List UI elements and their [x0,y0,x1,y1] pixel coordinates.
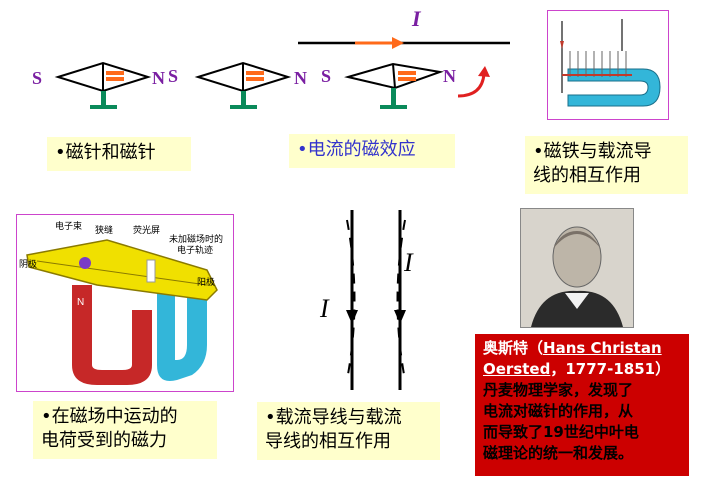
pole-n-1: N [152,68,165,88]
bio-name-prefix: 奥斯特（ [483,339,544,357]
caption-wire-wire: •载流导线与载流 导线的相互作用 [257,402,440,460]
caption-wire-wire-line-2: 导线的相互作用 [265,431,391,452]
current-label-left: I [320,294,329,323]
compass-needle-2 [194,61,292,109]
bio-line-2: 电流对磁针的作用，从 [483,402,634,420]
bio-name-line: 奥斯特（Hans Christan [483,338,681,359]
caption-wire-wire-line-1: •载流导线与载流 [265,407,402,428]
current-label-right: I [404,248,413,277]
oersted-portrait [520,208,634,328]
pole-s-3: S [321,66,332,86]
crt-label-no-field-1: 未加磁场时的 [169,233,223,245]
magnet-wire-illustration [560,19,661,107]
pole-n-3: N [443,66,456,86]
oersted-bio: 奥斯特（Hans Christan Oersted，1777-1851） 丹麦物… [475,334,689,476]
crt-label-anode: 阳极 [197,276,215,288]
bio-name-suffix: ，1777-1851） [550,360,671,378]
portrait-illustration [531,226,623,327]
pole-s-1: S [32,68,43,88]
bio-line-1: 丹麦物理学家，发现了 [483,381,634,399]
crt-magnet-n-label: N [77,297,84,308]
bio-line-3: 而导致了19世纪中叶电 [483,423,639,441]
caption-moving-charge: •在磁场中运动的 电荷受到的磁力 [33,401,217,459]
caption-current-effect: •电流的磁效应 [289,134,455,168]
bio-name-link-1[interactable]: Hans Christan [543,339,662,357]
caption-needle-needle: •磁针和磁针 [47,137,191,171]
caption-moving-charge-line-2: 电荷受到的磁力 [41,430,167,451]
caption-magnet-wire: •磁铁与载流导 线的相互作用 [525,136,688,194]
compass-needle-3 [344,62,444,109]
crt-label-cathode: 阴极 [19,258,37,270]
magnet-wire-figure [547,10,669,120]
compass-needle-1 [54,61,152,109]
crt-illustration: N S 电子束 狭缝 荧光屏 未加磁场时的 电子轨迹 阴极 阳极 [19,220,223,385]
pole-s-2: S [168,66,179,86]
caption-moving-charge-line-1: •在磁场中运动的 [41,406,178,427]
bio-name-line-2: Oersted，1777-1851） [483,359,681,380]
bio-line-4: 磁理论的统一和发展。 [483,444,634,462]
bio-name-link-2[interactable]: Oersted [483,360,551,378]
pole-n-2: N [294,68,307,88]
caption-magnet-wire-line-2: 线的相互作用 [533,165,641,186]
caption-magnet-wire-line-1: •磁铁与载流导 [533,141,652,162]
crt-label-no-field-2: 电子轨迹 [177,244,213,256]
crt-label-slit: 狭缝 [95,224,113,236]
crt-label-screen: 荧光屏 [133,224,160,236]
crt-label-electron-beam: 电子束 [55,220,82,232]
current-label-top: I [412,6,421,31]
crt-figure: N S 电子束 狭缝 荧光屏 未加磁场时的 电子轨迹 阴极 阳极 [16,214,234,392]
